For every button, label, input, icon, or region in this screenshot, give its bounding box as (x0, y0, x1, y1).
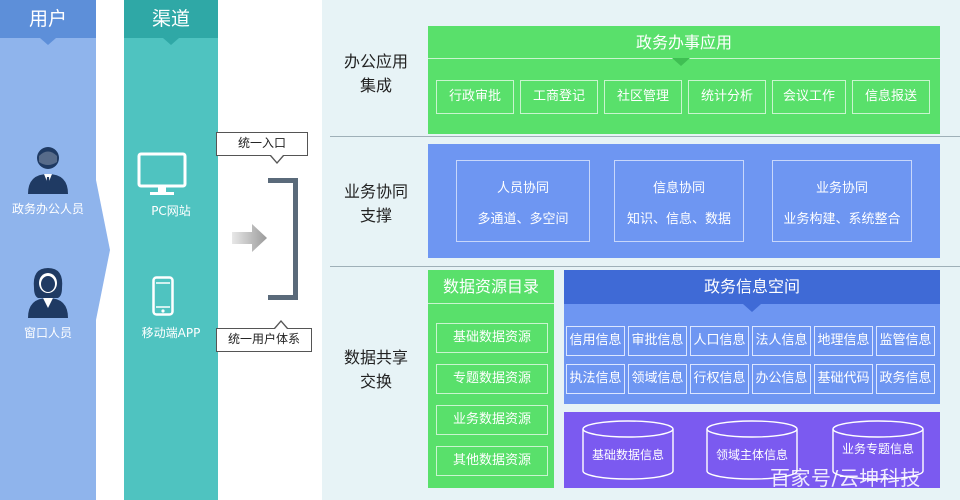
channel-header-notch (163, 38, 179, 45)
database-icon (580, 420, 676, 482)
mobile-app-label: 移动端APP (141, 326, 201, 340)
data-directory-item[interactable]: 业务数据资源 (436, 405, 548, 435)
info-cell[interactable]: 法人信息 (752, 326, 811, 356)
database-band (564, 412, 940, 488)
data-directory-item[interactable]: 专题数据资源 (436, 364, 548, 394)
database-icon (704, 420, 800, 482)
info-cell[interactable]: 政务信息 (876, 364, 935, 394)
collab-box-title: 业务协同 (815, 181, 868, 196)
watermark: 百家号/云坤科技 (770, 466, 921, 490)
info-cell[interactable]: 地理信息 (814, 326, 873, 356)
window-staff-icon (24, 266, 72, 318)
collab-box-sub: 知识、信息、数据 (626, 212, 731, 227)
gov-app-title: 政务办事应用 (635, 33, 732, 52)
business-collab-label: 业务协同支撑 (343, 182, 408, 225)
data-directory-notch (482, 304, 500, 312)
info-space-title: 政务信息空间 (564, 270, 940, 304)
office-staff-icon (24, 144, 72, 194)
collab-box-info[interactable]: 信息协同 知识、信息、数据 (614, 160, 744, 242)
info-cell[interactable]: 执法信息 (566, 364, 625, 394)
pc-website-label: PC网站 (151, 204, 191, 218)
entry-bracket (268, 178, 298, 300)
gov-app-item[interactable]: 统计分析 (688, 80, 766, 114)
info-cell[interactable]: 行权信息 (690, 364, 749, 394)
mobile-phone-icon (152, 276, 174, 316)
collab-box-title: 信息协同 (652, 181, 705, 196)
collab-box-title: 人员协同 (496, 181, 549, 196)
collab-box-sub: 业务构建、系统整合 (783, 212, 901, 227)
info-cell[interactable]: 领域信息 (628, 364, 687, 394)
office-integration-label: 办公应用集成 (343, 52, 408, 95)
collab-box-people[interactable]: 人员协同 多通道、多空间 (456, 160, 590, 242)
channel-column (124, 0, 218, 500)
collab-band (428, 144, 940, 258)
right-arrow-icon (232, 223, 268, 257)
gov-app-item[interactable]: 会议工作 (772, 80, 846, 114)
gov-app-item[interactable]: 社区管理 (604, 80, 682, 114)
info-space-notch (743, 304, 761, 312)
collab-box-sub: 多通道、多空间 (477, 212, 569, 227)
unified-entry-box: 统一入口 (216, 132, 308, 156)
user-header-notch (40, 38, 56, 45)
info-cell[interactable]: 基础代码 (814, 364, 873, 394)
unified-entry-label: 统一入口 (237, 136, 286, 150)
office-staff-label: 政务办公人员 (11, 202, 84, 216)
info-cell[interactable]: 办公信息 (752, 364, 811, 394)
gov-app-item[interactable]: 工商登记 (520, 80, 598, 114)
database-label: 领域主体信息 (715, 448, 788, 462)
database-label: 业务专题信息 (841, 442, 914, 456)
section-divider (330, 136, 960, 137)
window-staff-label: 窗口人员 (23, 326, 72, 340)
user-column-arrow (96, 180, 110, 320)
database-label: 基础数据信息 (591, 448, 664, 462)
gov-app-notch (672, 58, 690, 66)
data-directory-panel (428, 304, 554, 488)
channel-header: 渠道 (124, 0, 218, 38)
info-cell[interactable]: 信用信息 (566, 326, 625, 356)
data-sharing-label: 数据共享交换 (343, 348, 408, 391)
gov-app-item[interactable]: 行政审批 (436, 80, 514, 114)
gov-app-item[interactable]: 信息报送 (852, 80, 930, 114)
user-column (0, 0, 96, 500)
unified-user-system-box: 统一用户体系 (216, 328, 312, 352)
monitor-icon (137, 152, 187, 196)
unified-user-system-label: 统一用户体系 (227, 332, 300, 346)
data-directory-item[interactable]: 基础数据资源 (436, 323, 548, 353)
database-icon (830, 420, 926, 482)
data-directory-title: 数据资源目录 (428, 270, 554, 304)
section-divider (330, 266, 960, 267)
info-cell[interactable]: 监管信息 (876, 326, 935, 356)
collab-box-business[interactable]: 业务协同 业务构建、系统整合 (772, 160, 912, 242)
user-header: 用户 (0, 0, 96, 38)
data-directory-item[interactable]: 其他数据资源 (436, 446, 548, 476)
info-cell[interactable]: 人口信息 (690, 326, 749, 356)
info-cell[interactable]: 审批信息 (628, 326, 687, 356)
